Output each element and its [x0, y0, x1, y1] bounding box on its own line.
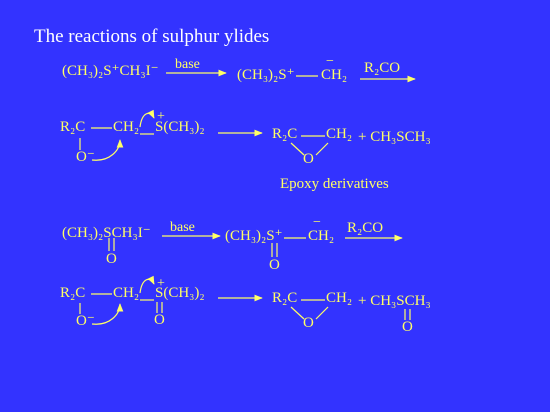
m1-epoxide-bond-right [315, 142, 329, 156]
r1-ylide-minus: − [326, 54, 334, 69]
r2-ylide-left: (CH₃)₂S⁺ [225, 228, 283, 244]
m2-byproduct-oxygen: O [402, 319, 413, 335]
m1-ch2: CH₂ [113, 119, 140, 135]
epoxy-caption: Epoxy derivatives [280, 176, 389, 192]
slide-title: The reactions of sulphur ylides [34, 26, 270, 47]
m2-byproduct: + CH₃SCH₃ [358, 293, 431, 309]
r1-condition: base [175, 57, 200, 72]
m2-product-oxygen: O [303, 315, 314, 331]
m2-curly-arrow-upper [139, 275, 155, 294]
m1-sulfur-plus: + [157, 109, 165, 124]
m2-ch2: CH₂ [113, 285, 140, 301]
r1-reagent: (CH₃)₂S⁺CH₃I⁻ [62, 63, 159, 79]
m2-epoxide-bond-left [290, 306, 305, 320]
m2-sulfur: S(CH₃)₂ [155, 285, 205, 301]
m2-sulfur-plus: + [157, 276, 165, 291]
m1-product-carbon: R₂C [272, 126, 298, 142]
r2-next-reagent: R₂CO [347, 220, 384, 236]
m2-oxide: O⁻ [76, 313, 95, 329]
m2-epoxide-bond-right [315, 306, 329, 320]
m1-oxide: O⁻ [76, 149, 95, 165]
r2-reagent-oxygen: O [106, 251, 117, 267]
r2-reagent: (CH₃)₂SCH₃I⁻ [62, 225, 151, 241]
m2-product-ch2: CH₂ [326, 290, 353, 306]
m1-byproduct: + CH₃SCH₃ [358, 129, 431, 145]
m2-curly-arrow-lower [91, 303, 124, 325]
m1-carbonyl-carbon: R₂C [60, 119, 86, 135]
r1-next-reagent: R₂CO [364, 60, 401, 76]
m2-product-carbon: R₂C [272, 290, 298, 306]
r1-ylide-right: CH₂ [321, 67, 348, 83]
m1-sulfur: S(CH₃)₂ [155, 119, 205, 135]
m1-product-ch2: CH₂ [326, 126, 353, 142]
r2-ylide-right: CH₂ [308, 228, 335, 244]
m2-carbonyl-carbon: R₂C [60, 285, 86, 301]
m1-product-oxygen: O [303, 151, 314, 167]
r2-ylide-minus: − [313, 215, 321, 230]
m2-sulfur-oxygen: O [154, 312, 165, 328]
m1-curly-arrow-upper [139, 109, 155, 128]
m1-curly-arrow-lower [91, 139, 124, 161]
r2-ylide-oxygen: O [269, 257, 280, 273]
r1-ylide-left: (CH₃)₂S⁺ [237, 67, 295, 83]
m1-epoxide-bond-left [290, 142, 305, 156]
r2-condition: base [170, 220, 195, 235]
